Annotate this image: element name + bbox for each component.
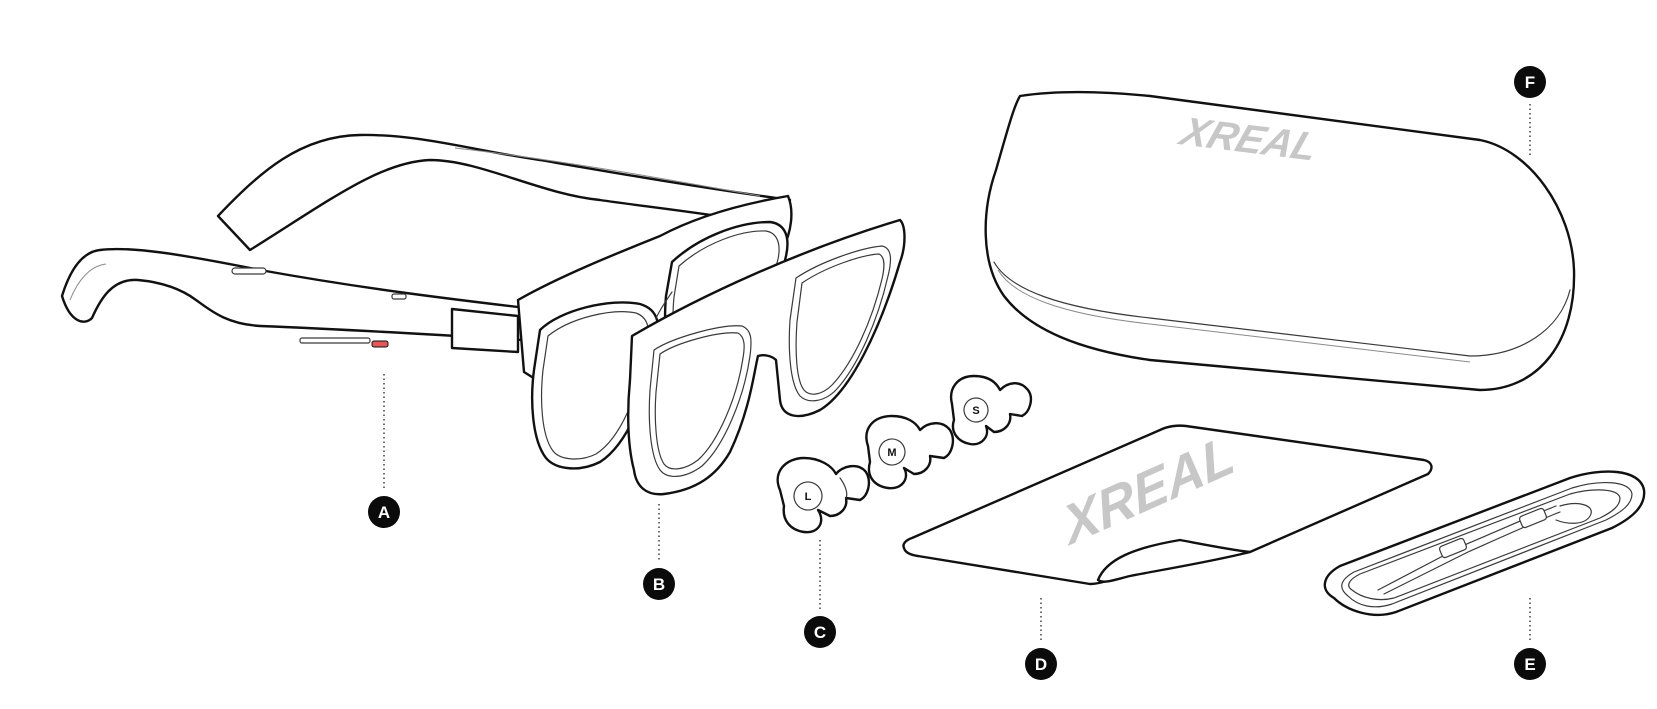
carrying-case: XREAL bbox=[984, 91, 1576, 392]
cable-tray bbox=[1323, 470, 1646, 617]
callout-e: E bbox=[1514, 648, 1546, 680]
svg-text:C: C bbox=[814, 623, 826, 642]
ear-tips: L M S bbox=[776, 374, 1033, 534]
ar-glasses bbox=[60, 133, 793, 470]
svg-text:M: M bbox=[887, 447, 896, 459]
svg-text:F: F bbox=[1525, 73, 1535, 92]
callout-f: F bbox=[1514, 66, 1546, 98]
cleaning-cloth: XREAL bbox=[902, 423, 1433, 586]
callout-a: A bbox=[368, 496, 400, 528]
callout-c: C bbox=[804, 616, 836, 648]
ear-tip-m: M bbox=[865, 414, 955, 490]
shade-frame bbox=[627, 218, 906, 496]
callout-b: B bbox=[643, 568, 675, 600]
ear-tip-l: L bbox=[776, 456, 871, 534]
ear-tip-s: S bbox=[949, 374, 1033, 446]
svg-text:B: B bbox=[653, 575, 665, 594]
svg-text:S: S bbox=[972, 405, 979, 417]
callout-d: D bbox=[1025, 648, 1057, 680]
near-temple-arm bbox=[60, 247, 562, 344]
svg-text:E: E bbox=[1524, 655, 1535, 674]
red-button bbox=[371, 340, 389, 348]
svg-text:A: A bbox=[378, 503, 390, 522]
svg-text:L: L bbox=[805, 491, 812, 503]
svg-text:D: D bbox=[1035, 655, 1047, 674]
